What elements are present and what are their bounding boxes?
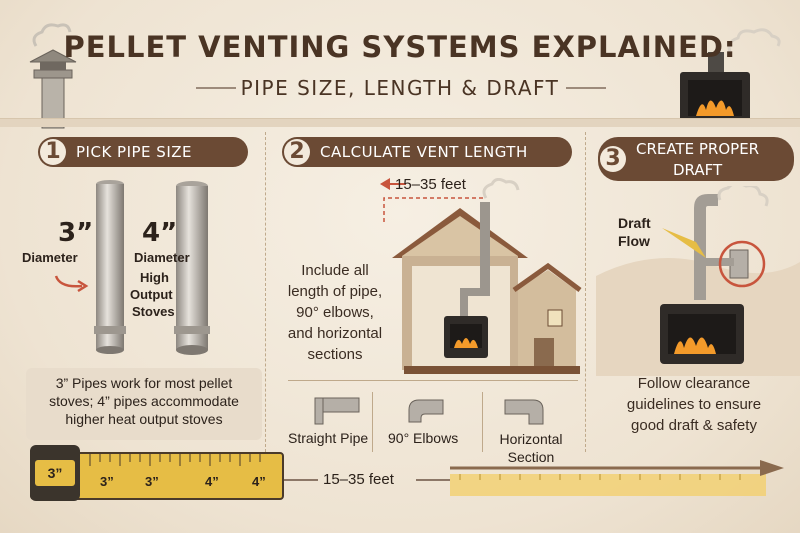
tape-ticks (89, 454, 261, 466)
vent-length-body-1: Include all (301, 262, 369, 279)
fitting-separator (372, 392, 373, 452)
step-2-banner: 2 CALCULATE VENT LENGTH (282, 137, 572, 167)
page-subtitle: PIPE SIZE, LENGTH & DRAFT (240, 76, 560, 100)
size-4in-note-2: Output (130, 287, 173, 302)
tape-mark: 4” (205, 474, 219, 489)
header-illustrations (29, 23, 781, 129)
step-3-label-1: CREATE PROPER (636, 140, 760, 158)
straight-pipe-icon (314, 397, 360, 425)
house-illustration (392, 178, 582, 374)
pipe-size-note: 3” Pipes work for most pellet stoves; 4”… (26, 368, 262, 440)
draft-body-2: guidelines to ensure (626, 396, 762, 413)
fitting-horizontal-label-2: Section (507, 449, 555, 465)
size-3in-caption: Diameter (22, 250, 78, 265)
size-4in-caption: Diameter (134, 250, 190, 265)
pipe-3in-icon (94, 180, 126, 354)
elbow-90-icon (408, 399, 444, 423)
vent-length-body-5: sections (307, 346, 363, 363)
arrow-icon (54, 275, 89, 293)
pipe-size-note-line-2: stoves; 4” pipes accommodate (49, 393, 239, 409)
section-divider (585, 132, 586, 452)
size-4in-note-1: High (140, 270, 169, 285)
pipe-size-note-line-3: higher heat output stoves (65, 411, 223, 427)
fitting-horizontal-label-1: Horizontal (499, 431, 563, 447)
pipe-4in-icon (174, 181, 210, 355)
size-4in: 4” (142, 218, 178, 248)
tape-case-label: 3” (35, 460, 75, 486)
tape-mark: 3” (100, 474, 114, 489)
length-arrow (284, 460, 784, 496)
length-arrow-label: 15–35 feet (323, 471, 394, 488)
range-arrow-icon (380, 178, 406, 190)
vent-length-body: Include all length of pipe, 90° elbows, … (272, 260, 398, 365)
step-1-label: PICK PIPE SIZE (76, 143, 193, 161)
vent-length-body-2: length of pipe, (287, 283, 383, 300)
draft-flow-callout-1: Draft (618, 215, 651, 231)
chimney-cap-icon (29, 23, 77, 129)
page-title: PELLET VENTING SYSTEMS EXPLAINED: (63, 30, 737, 64)
step-1-banner: 1 PICK PIPE SIZE (38, 137, 248, 167)
draft-illustration (596, 186, 800, 376)
tape-mark: 4” (252, 474, 266, 489)
step-3-label: CREATE PROPER DRAFT (636, 137, 759, 181)
draft-body-1: Follow clearance (637, 375, 751, 392)
step-3-label-2: DRAFT (672, 161, 723, 179)
header-separator (0, 118, 800, 127)
range-bracket-icon (383, 197, 484, 222)
step-1-number: 1 (40, 139, 66, 165)
step-3-banner: 3 CREATE PROPER DRAFT (598, 137, 794, 181)
vent-length-body-3: 90° elbows, (296, 304, 374, 321)
section-divider (265, 132, 266, 452)
draft-flow-callout-2: Flow (618, 233, 650, 249)
draft-body: Follow clearance guidelines to ensure go… (596, 373, 792, 436)
step-3-number: 3 (600, 146, 626, 172)
fitting-horizontal-label: Horizontal Section (494, 430, 568, 466)
stove-icon (680, 28, 781, 124)
draft-body-3: good draft & safety (631, 417, 757, 434)
step-2-label: CALCULATE VENT LENGTH (320, 143, 528, 161)
fittings-divider (288, 380, 578, 381)
horizontal-section-icon (504, 399, 544, 425)
size-4in-note-3: Stoves (132, 304, 175, 319)
fitting-straight-label: Straight Pipe (288, 430, 369, 446)
fitting-elbow-label: 90° Elbows (388, 430, 459, 446)
draft-flow-callout: Draft Flow (618, 214, 651, 250)
fitting-separator (482, 392, 483, 452)
pipe-size-note-line-1: 3” Pipes work for most pellet (55, 375, 233, 391)
vent-length-range: 15–35 feet (395, 176, 466, 193)
fittings-illustration (314, 397, 544, 425)
pipes-illustration (94, 180, 210, 355)
size-3in: 3” (58, 218, 94, 248)
step-2-number: 2 (284, 139, 310, 165)
vent-length-body-4: and horizontal (287, 325, 383, 342)
tape-mark: 3” (145, 474, 159, 489)
